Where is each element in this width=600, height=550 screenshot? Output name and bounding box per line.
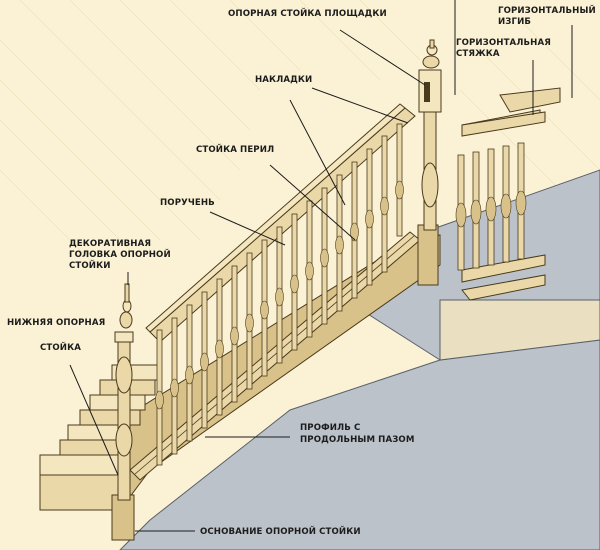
horizontal-bend-piece — [499, 87, 561, 113]
lower-newel-post — [111, 283, 135, 541]
label-horizontal-tie-1: ГОРИЗОНТАЛЬНАЯ — [456, 38, 551, 48]
label-horizontal-bend-2: ИЗГИБ — [498, 17, 531, 27]
baluster-turnings — [155, 180, 404, 410]
label-decorative-cap-1: ДЕКОРАТИВНАЯ — [69, 239, 151, 249]
label-lower-newel-1: НИЖНЯЯ ОПОРНАЯ — [7, 318, 105, 328]
annotation-labels: ОПОРНАЯ СТОЙКА ПЛОЩАДКИ ГОРИЗОНТАЛЬНЫЙ И… — [7, 4, 596, 537]
landing-front-face — [439, 299, 600, 361]
label-decorative-cap-2: ГОЛОВКА ОПОРНОЙ — [69, 248, 171, 260]
label-horizontal-bend-1: ГОРИЗОНТАЛЬНЫЙ — [498, 4, 596, 16]
handrail-top-face — [145, 103, 406, 333]
label-decorative-cap-3: СТОЙКИ — [69, 259, 110, 271]
label-grooved-profile-1: ПРОФИЛЬ С — [300, 423, 360, 433]
label-handrail: ПОРУЧЕНЬ — [160, 198, 215, 208]
label-grooved-profile-2: ПРОДОЛЬНЫМ ПАЗОМ — [300, 435, 415, 445]
label-newel-landing: ОПОРНАЯ СТОЙКА ПЛОЩАДКИ — [228, 7, 387, 19]
label-horizontal-tie-2: СТЯЖКА — [456, 49, 500, 59]
label-overlays: НАКЛАДКИ — [255, 75, 312, 85]
landing-newel-post — [417, 39, 442, 286]
lower-floor — [119, 339, 600, 550]
horizontal-tie-piece — [461, 111, 546, 137]
leader-lines — [69, 0, 573, 532]
label-newel-base: ОСНОВАНИЕ ОПОРНОЙ СТОЙКИ — [200, 525, 361, 537]
label-baluster: СТОЙКА ПЕРИЛ — [196, 143, 274, 155]
label-lower-newel-2: СТОЙКА — [40, 341, 81, 353]
